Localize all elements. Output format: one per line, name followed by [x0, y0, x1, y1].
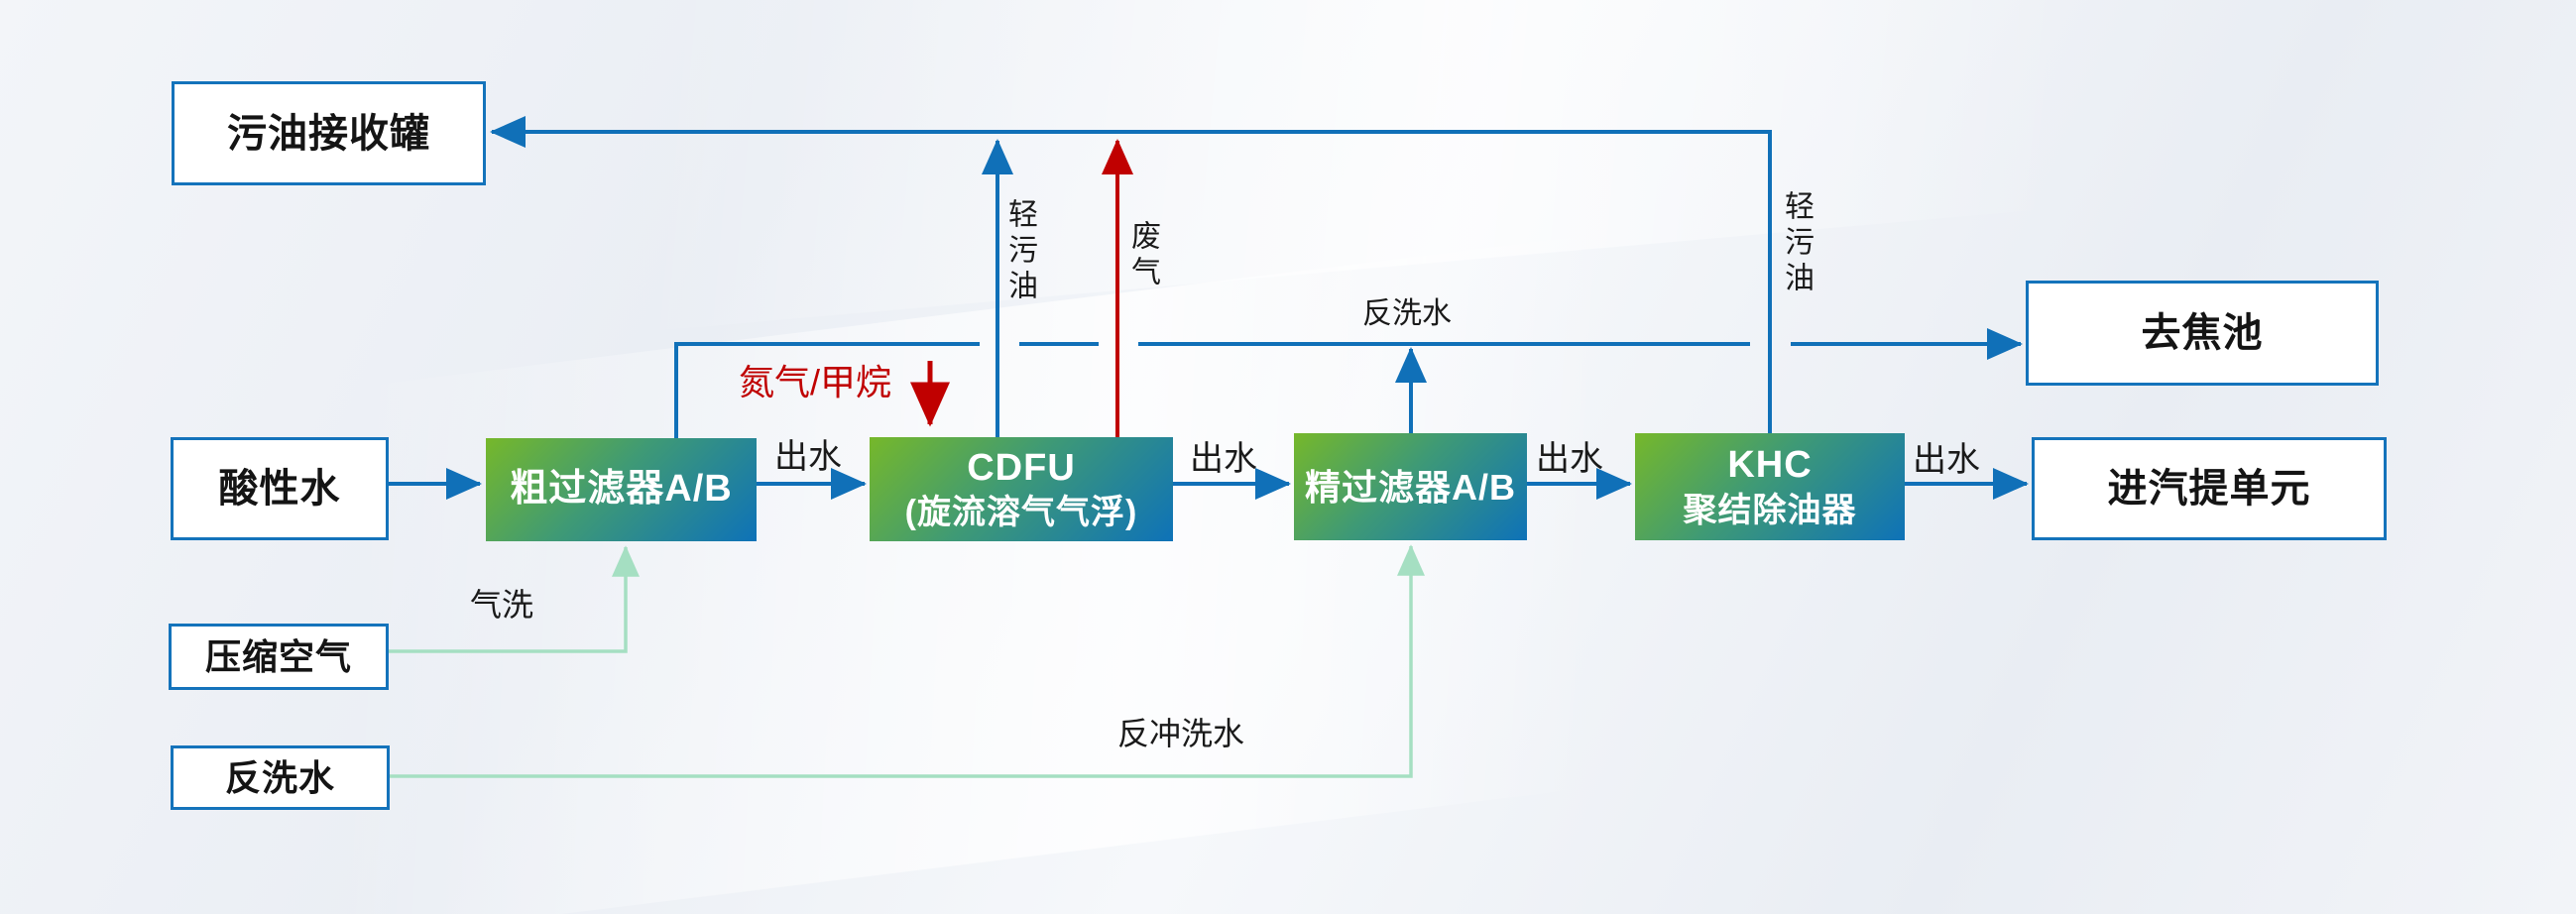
label-backwash-water-top: 反洗水 — [1362, 297, 1452, 330]
label-air-wash: 气洗 — [470, 587, 534, 623]
node-cdfu-label-line1: CDFU — [967, 446, 1076, 489]
node-stripping-unit-label: 进汽提单元 — [2107, 467, 2311, 511]
node-backwash-water: 反洗水 — [171, 745, 390, 810]
label-outlet-water-3: 出水 — [1536, 440, 1603, 478]
edge-backwash-header-seg1 — [674, 342, 980, 438]
edge-khc-light-oil-to-tank — [490, 116, 1772, 433]
edge-backflush-to-fine-filter — [389, 544, 1425, 778]
node-coke-pool-label: 去焦池 — [2141, 311, 2264, 355]
node-khc-label-line2: 聚结除油器 — [1683, 491, 1857, 529]
node-coke-pool: 去焦池 — [2026, 281, 2379, 386]
node-coarse-filter: 粗过滤器A/B — [486, 438, 757, 541]
node-khc: KHC 聚结除油器 — [1635, 433, 1905, 540]
label-outlet-water-1: 出水 — [774, 438, 842, 476]
node-dirty-oil-tank: 污油接收罐 — [172, 81, 486, 185]
node-khc-label-line1: KHC — [1727, 444, 1813, 486]
node-compressed-air-label: 压缩空气 — [204, 636, 352, 677]
node-dirty-oil-tank-label: 污油接收罐 — [227, 111, 430, 156]
node-coarse-filter-label: 粗过滤器A/B — [510, 468, 733, 511]
label-light-dirty-oil-left: 轻污油 — [1003, 198, 1036, 305]
node-stripping-unit: 进汽提单元 — [2032, 437, 2387, 540]
edge-air-wash-to-coarse-filter — [389, 545, 640, 653]
label-light-dirty-oil-right: 轻污油 — [1780, 190, 1813, 297]
node-acid-water: 酸性水 — [171, 437, 389, 540]
label-outlet-water-2: 出水 — [1190, 440, 1257, 478]
node-compressed-air: 压缩空气 — [169, 624, 389, 690]
label-nitrogen-methane: 氮气/甲烷 — [739, 362, 892, 402]
node-fine-filter: 精过滤器A/B — [1294, 433, 1527, 540]
node-cdfu: CDFU (旋流溶气气浮) — [870, 437, 1173, 541]
label-backflush-water: 反冲洗水 — [1117, 716, 1245, 751]
label-waste-gas: 废气 — [1126, 220, 1159, 291]
node-fine-filter-label: 精过滤器A/B — [1305, 466, 1516, 508]
node-backwash-water-label: 反洗水 — [224, 757, 335, 798]
node-cdfu-label-line2: (旋流溶气气浮) — [904, 494, 1138, 531]
node-acid-water-label: 酸性水 — [218, 467, 341, 511]
label-outlet-water-4: 出水 — [1913, 441, 1980, 479]
